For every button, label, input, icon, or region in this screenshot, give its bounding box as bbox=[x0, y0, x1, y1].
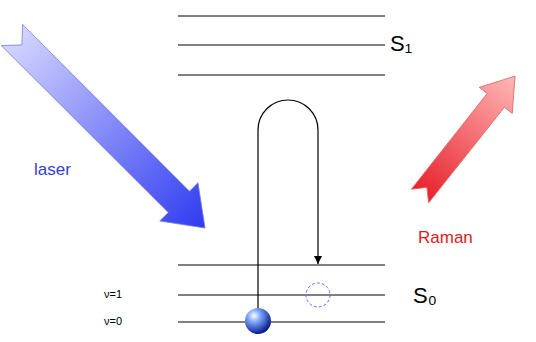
laser-arrow bbox=[0, 16, 224, 247]
raman-arrow bbox=[404, 63, 532, 209]
beam-label: Raman bbox=[418, 229, 473, 248]
molecule-ball bbox=[245, 308, 271, 334]
final-state-circle bbox=[306, 283, 330, 307]
s0-level bbox=[178, 295, 385, 296]
energy-levels bbox=[178, 16, 385, 322]
state-label: S₁ bbox=[390, 32, 412, 56]
s0-level bbox=[178, 322, 385, 323]
level-label: ν=1 bbox=[104, 288, 122, 300]
state-label: S₀ bbox=[413, 284, 437, 308]
beam-label: laser bbox=[34, 161, 71, 180]
s0-level bbox=[178, 265, 385, 266]
transition-path bbox=[258, 100, 318, 310]
level-label: ν=0 bbox=[104, 315, 122, 327]
s1-level bbox=[178, 45, 385, 46]
s1-level bbox=[178, 16, 385, 17]
s1-level bbox=[178, 75, 385, 76]
